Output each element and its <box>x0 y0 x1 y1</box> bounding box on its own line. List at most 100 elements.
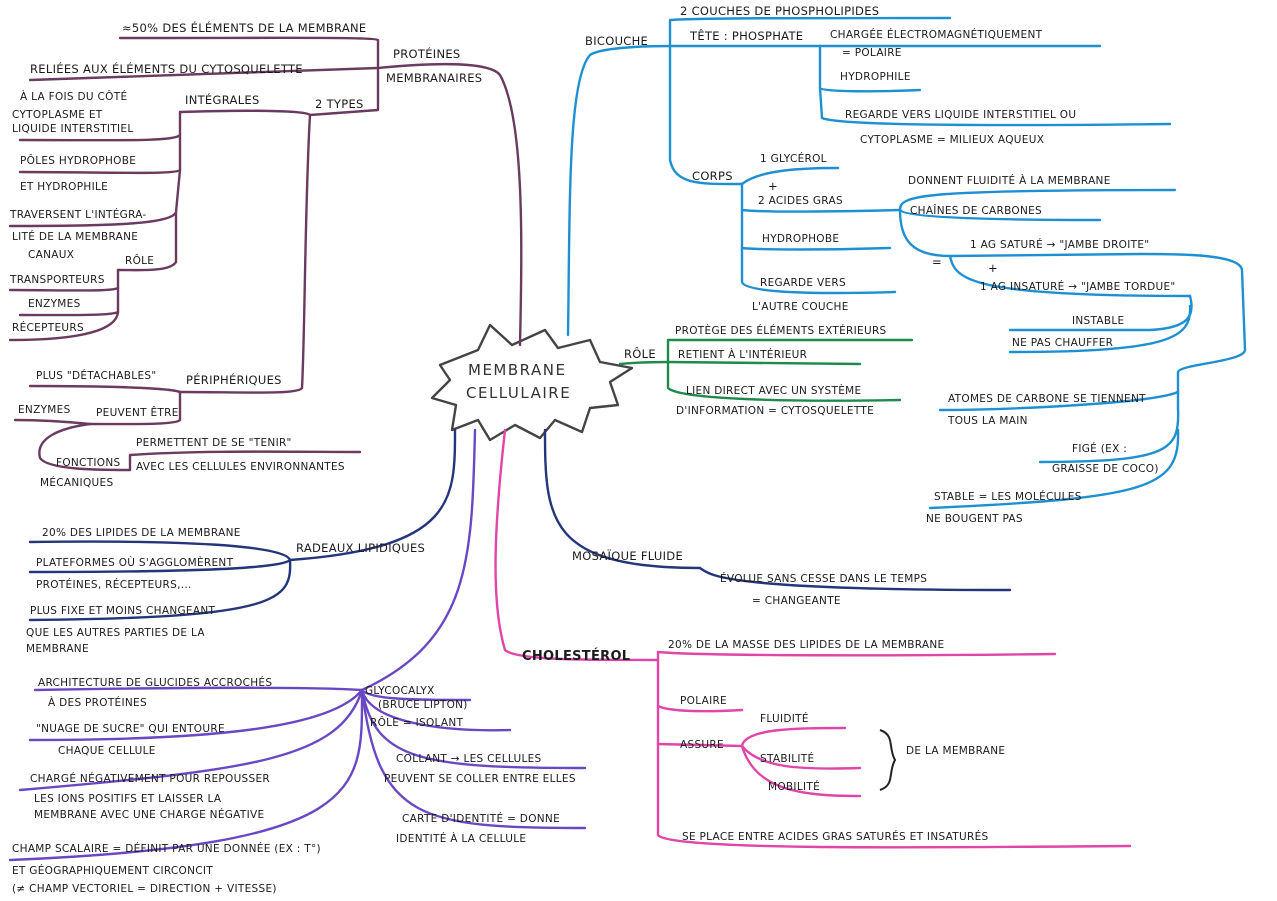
corps-c4-line <box>740 246 897 295</box>
tete-t1b: = POLAIRE <box>842 47 902 59</box>
tete-t3a: REGARDE VERS LIQUIDE INTERSTITIEL OU <box>845 109 1076 121</box>
tete-t2: HYDROPHILE <box>840 71 911 83</box>
integrales-i2-line <box>18 133 182 175</box>
insature-instable: INSTABLE <box>1072 315 1125 327</box>
role-title: RÔLE <box>624 346 656 361</box>
chaines-plus: + <box>988 261 998 275</box>
proteines-pct: ≈50% DES ÉLÉMENTS DE LA MEMBRANE <box>122 20 366 35</box>
radeaux-r2-line <box>28 558 292 574</box>
bicouche-title: BICOUCHE <box>585 34 648 48</box>
corps-c1-line <box>740 166 840 186</box>
glyco-c2a: CARTE D'IDENTITÉ = DONNE <box>402 812 560 825</box>
integrales-i2a: PÔLES HYDROPHOBE <box>20 154 136 167</box>
periph-p2-line <box>13 418 92 426</box>
role-r3a: LIEN DIRECT AVEC UN SYSTÈME <box>686 384 861 397</box>
sature-stable1: STABLE = LES MOLÉCULES <box>934 490 1082 503</box>
glyco-g4-line <box>8 688 364 862</box>
role-r1-line <box>666 338 914 364</box>
periph-enzymes: ENZYMES <box>18 404 71 416</box>
periph-fonctions-line <box>38 422 132 472</box>
radeaux-r2b: PROTÉINES, RÉCEPTEURS,... <box>36 578 192 591</box>
tete-t1a: CHARGÉE ÉLECTROMAGNÉTIQUEMENT <box>830 28 1043 41</box>
sature-atomes2: TOUS LA MAIN <box>947 415 1028 427</box>
bicouche-corps-line <box>668 44 744 186</box>
role-r3-line <box>666 360 902 402</box>
periph-p1: PLUS "DÉTACHABLES" <box>36 369 157 382</box>
integrales-i1a: À LA FOIS DU CÔTÉ <box>20 90 127 103</box>
integrales-i1b: CYTOPLASME ET <box>12 109 103 121</box>
glyco-g4a: CHAMP SCALAIRE = DÉFINIT PAR UNE DONNÉE … <box>12 842 321 855</box>
periph-peuvent-line <box>88 390 182 426</box>
assure-de-la-membrane: DE LA MEMBRANE <box>906 745 1005 757</box>
assure-a1-line <box>740 726 847 748</box>
chaines-eq: = <box>932 255 942 269</box>
corps-c2-line <box>740 182 902 213</box>
sature-atomes-line <box>938 390 1180 412</box>
chol-c4: SE PLACE ENTRE ACIDES GRAS SATURÉS ET IN… <box>682 830 989 843</box>
bicouche-tete: TÊTE : PHOSPHATE <box>689 28 803 43</box>
glyco-g1b: À DES PROTÉINES <box>48 696 147 709</box>
integrales-line <box>178 109 312 117</box>
chaines-insature: 1 AG INSATURÉ → "JAMBE TORDUE" <box>980 280 1176 293</box>
mosaique-m1b: = CHANGEANTE <box>752 595 841 607</box>
chol-c1-line <box>656 650 1057 662</box>
corps-c4b: L'AUTRE COUCHE <box>752 301 849 313</box>
corps-c3: HYDROPHOBE <box>762 233 839 245</box>
bicouche-couches-line <box>668 16 952 48</box>
role-canaux: CANAUX <box>28 249 74 261</box>
center-title-line2: CELLULAIRE <box>466 384 571 402</box>
corps-c2: 2 ACIDES GRAS <box>758 195 843 207</box>
role-r3b: D'INFORMATION = CYTOSQUELETTE <box>676 405 874 417</box>
glyco-role-line <box>360 688 512 732</box>
proteines-reliees-line <box>28 66 380 82</box>
insature-chauffer-line <box>1008 304 1192 354</box>
glyco-g3c: MEMBRANE AVEC UNE CHARGE NÉGATIVE <box>34 808 264 821</box>
center-burst-shape <box>430 323 634 442</box>
chol-c1: 20% DE LA MASSE DES LIPIDES DE LA MEMBRA… <box>668 639 944 651</box>
radeaux-r2a: PLATEFORMES OÙ S'AGGLOMÈRENT <box>36 556 234 569</box>
assure-a2: STABILITÉ <box>760 752 814 765</box>
integrales-role-line <box>116 210 178 272</box>
c2-fluid: DONNENT FLUIDITÉ À LA MEMBRANE <box>908 174 1111 187</box>
sature-stable-line <box>928 428 1180 510</box>
periph-p3-line <box>128 450 362 472</box>
sature-fige-line <box>1038 406 1180 464</box>
assure-brace <box>879 729 897 791</box>
bicouche-corps: CORPS <box>692 169 733 183</box>
glyco-g1-line <box>33 686 364 692</box>
periph-peuvent: PEUVENT ÊTRE <box>96 406 179 419</box>
proteines-title-2: MEMBRANAIRES <box>386 71 482 85</box>
assure-a3: MOBILITÉ <box>768 780 820 793</box>
role-main-line <box>618 360 670 366</box>
chol-main-line <box>494 428 660 662</box>
glyco-g2-line <box>28 688 364 742</box>
center-title-line1: MEMBRANE <box>468 361 566 379</box>
glyco-c2-line <box>360 688 587 830</box>
glyco-g2a: "NUAGE DE SUCRE" QUI ENTOURE <box>36 723 225 735</box>
tete-t3-line <box>818 86 1172 127</box>
sature-right-line <box>1138 252 1247 410</box>
glyco-sub-line <box>360 688 472 702</box>
proteines-deux-types: 2 TYPES <box>315 97 364 111</box>
proteines-pct-line <box>118 36 380 70</box>
periph-p1-line <box>28 384 182 394</box>
glyco-title: GLYCOCALYX <box>365 685 435 697</box>
insature-chauffer: NE PAS CHAUFFER <box>1012 337 1113 349</box>
glyco-g3b: LES IONS POSITIFS ET LAISSER LA <box>34 793 222 805</box>
chaines-insature-line <box>948 254 1192 298</box>
sature-stable2: NE BOUGENT PAS <box>926 513 1023 525</box>
branch-mosaique <box>543 428 1012 592</box>
c2-fluid-line <box>898 188 1177 212</box>
branch-bicouche <box>566 16 1247 510</box>
chaines-sature-line <box>898 208 1142 258</box>
glyco-c1a: COLLANT → LES CELLULES <box>396 753 542 765</box>
integrales-label: INTÉGRALES <box>185 92 260 107</box>
glyco-main-line <box>360 428 477 692</box>
peripheriques-line <box>178 113 312 394</box>
chol-c2: POLAIRE <box>680 695 727 707</box>
integrales-i2b: ET HYDROPHILE <box>20 181 108 193</box>
radeaux-r3a: PLUS FIXE ET MOINS CHANGEANT <box>30 605 215 617</box>
glyco-role: RÔLE = ISOLANT <box>370 716 464 729</box>
integrales-i3-line <box>8 168 182 228</box>
integrales-i1-line <box>18 110 182 142</box>
